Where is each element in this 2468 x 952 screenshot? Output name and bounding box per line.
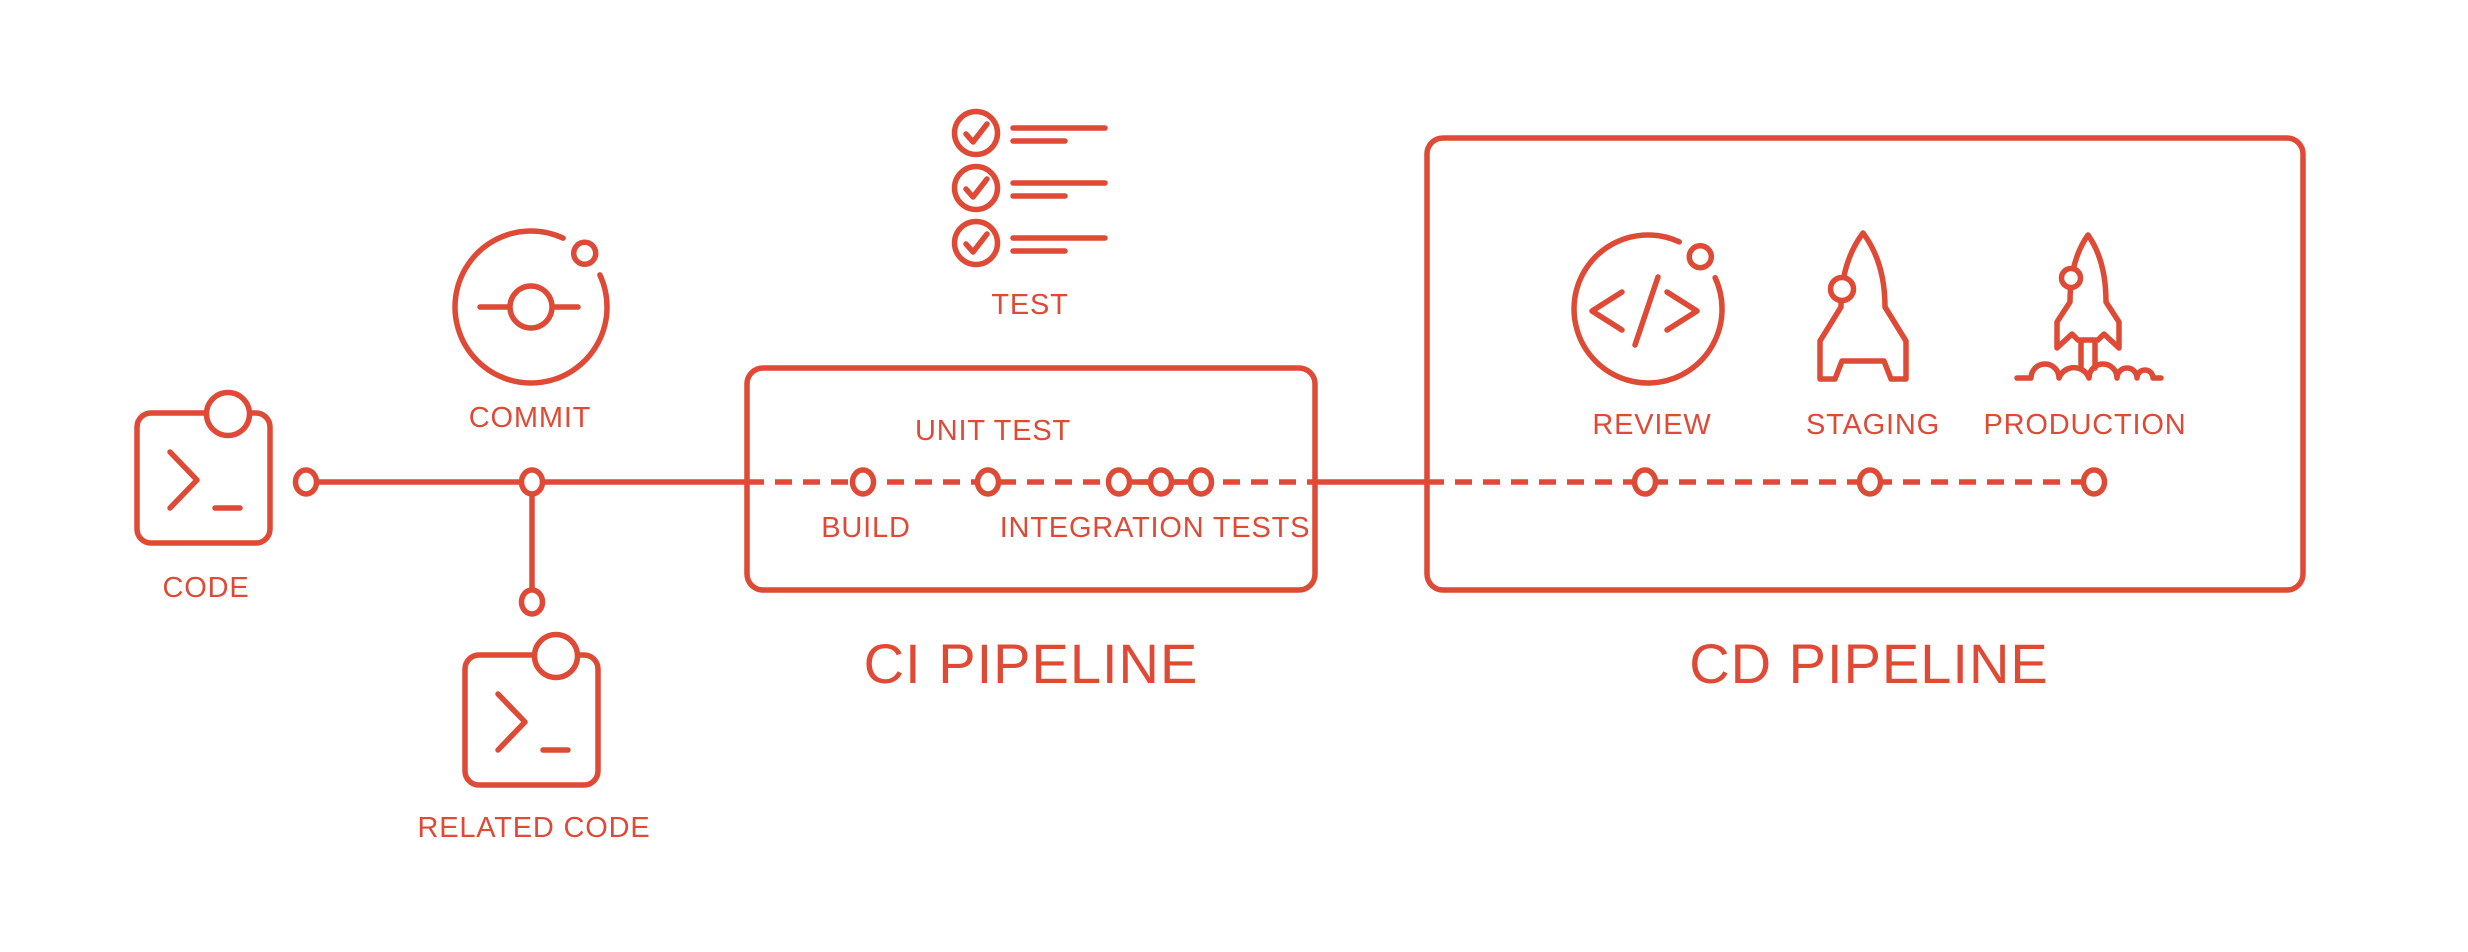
node-integration-2 bbox=[1147, 467, 1175, 497]
node-code bbox=[292, 467, 320, 497]
node-production bbox=[2080, 467, 2108, 497]
unit-test-label: UNIT TEST bbox=[915, 415, 1071, 447]
rocket-launch-icon bbox=[2014, 232, 2164, 381]
terminal-window-icon bbox=[134, 389, 273, 546]
ci-pipeline-title: CI PIPELINE bbox=[863, 632, 1199, 695]
git-commit-orbit-icon bbox=[452, 228, 610, 386]
test-label: TEST bbox=[991, 289, 1069, 321]
ci-pipeline-box bbox=[744, 365, 1318, 593]
production-label: PRODUCTION bbox=[1983, 409, 2187, 441]
node-commit bbox=[518, 467, 546, 497]
node-review bbox=[1631, 467, 1659, 497]
terminal-window-icon bbox=[462, 631, 601, 788]
commit-label: COMMIT bbox=[468, 402, 592, 434]
node-unit-test bbox=[974, 467, 1002, 497]
checklist-row bbox=[951, 218, 1108, 268]
related-code-label: RELATED CODE bbox=[417, 812, 651, 844]
rocket-icon bbox=[1817, 230, 1909, 382]
cd-pipeline-title: CD PIPELINE bbox=[1689, 632, 2049, 695]
integration-tests-label: INTEGRATION TESTS bbox=[999, 512, 1311, 544]
cd-pipeline-box bbox=[1424, 135, 2306, 593]
node-integration-1 bbox=[1105, 467, 1133, 497]
review-label: REVIEW bbox=[1592, 409, 1712, 441]
node-integration-3 bbox=[1187, 467, 1215, 497]
code-orbit-icon bbox=[1571, 232, 1725, 386]
checklist-icon bbox=[951, 108, 1108, 268]
code-label: CODE bbox=[162, 572, 250, 604]
node-staging bbox=[1856, 467, 1884, 497]
checklist-row bbox=[951, 163, 1108, 213]
build-label: BUILD bbox=[821, 512, 911, 544]
staging-label: STAGING bbox=[1806, 409, 1940, 441]
checklist-row bbox=[951, 108, 1108, 158]
node-build bbox=[849, 467, 877, 497]
node-related-code bbox=[518, 587, 546, 617]
